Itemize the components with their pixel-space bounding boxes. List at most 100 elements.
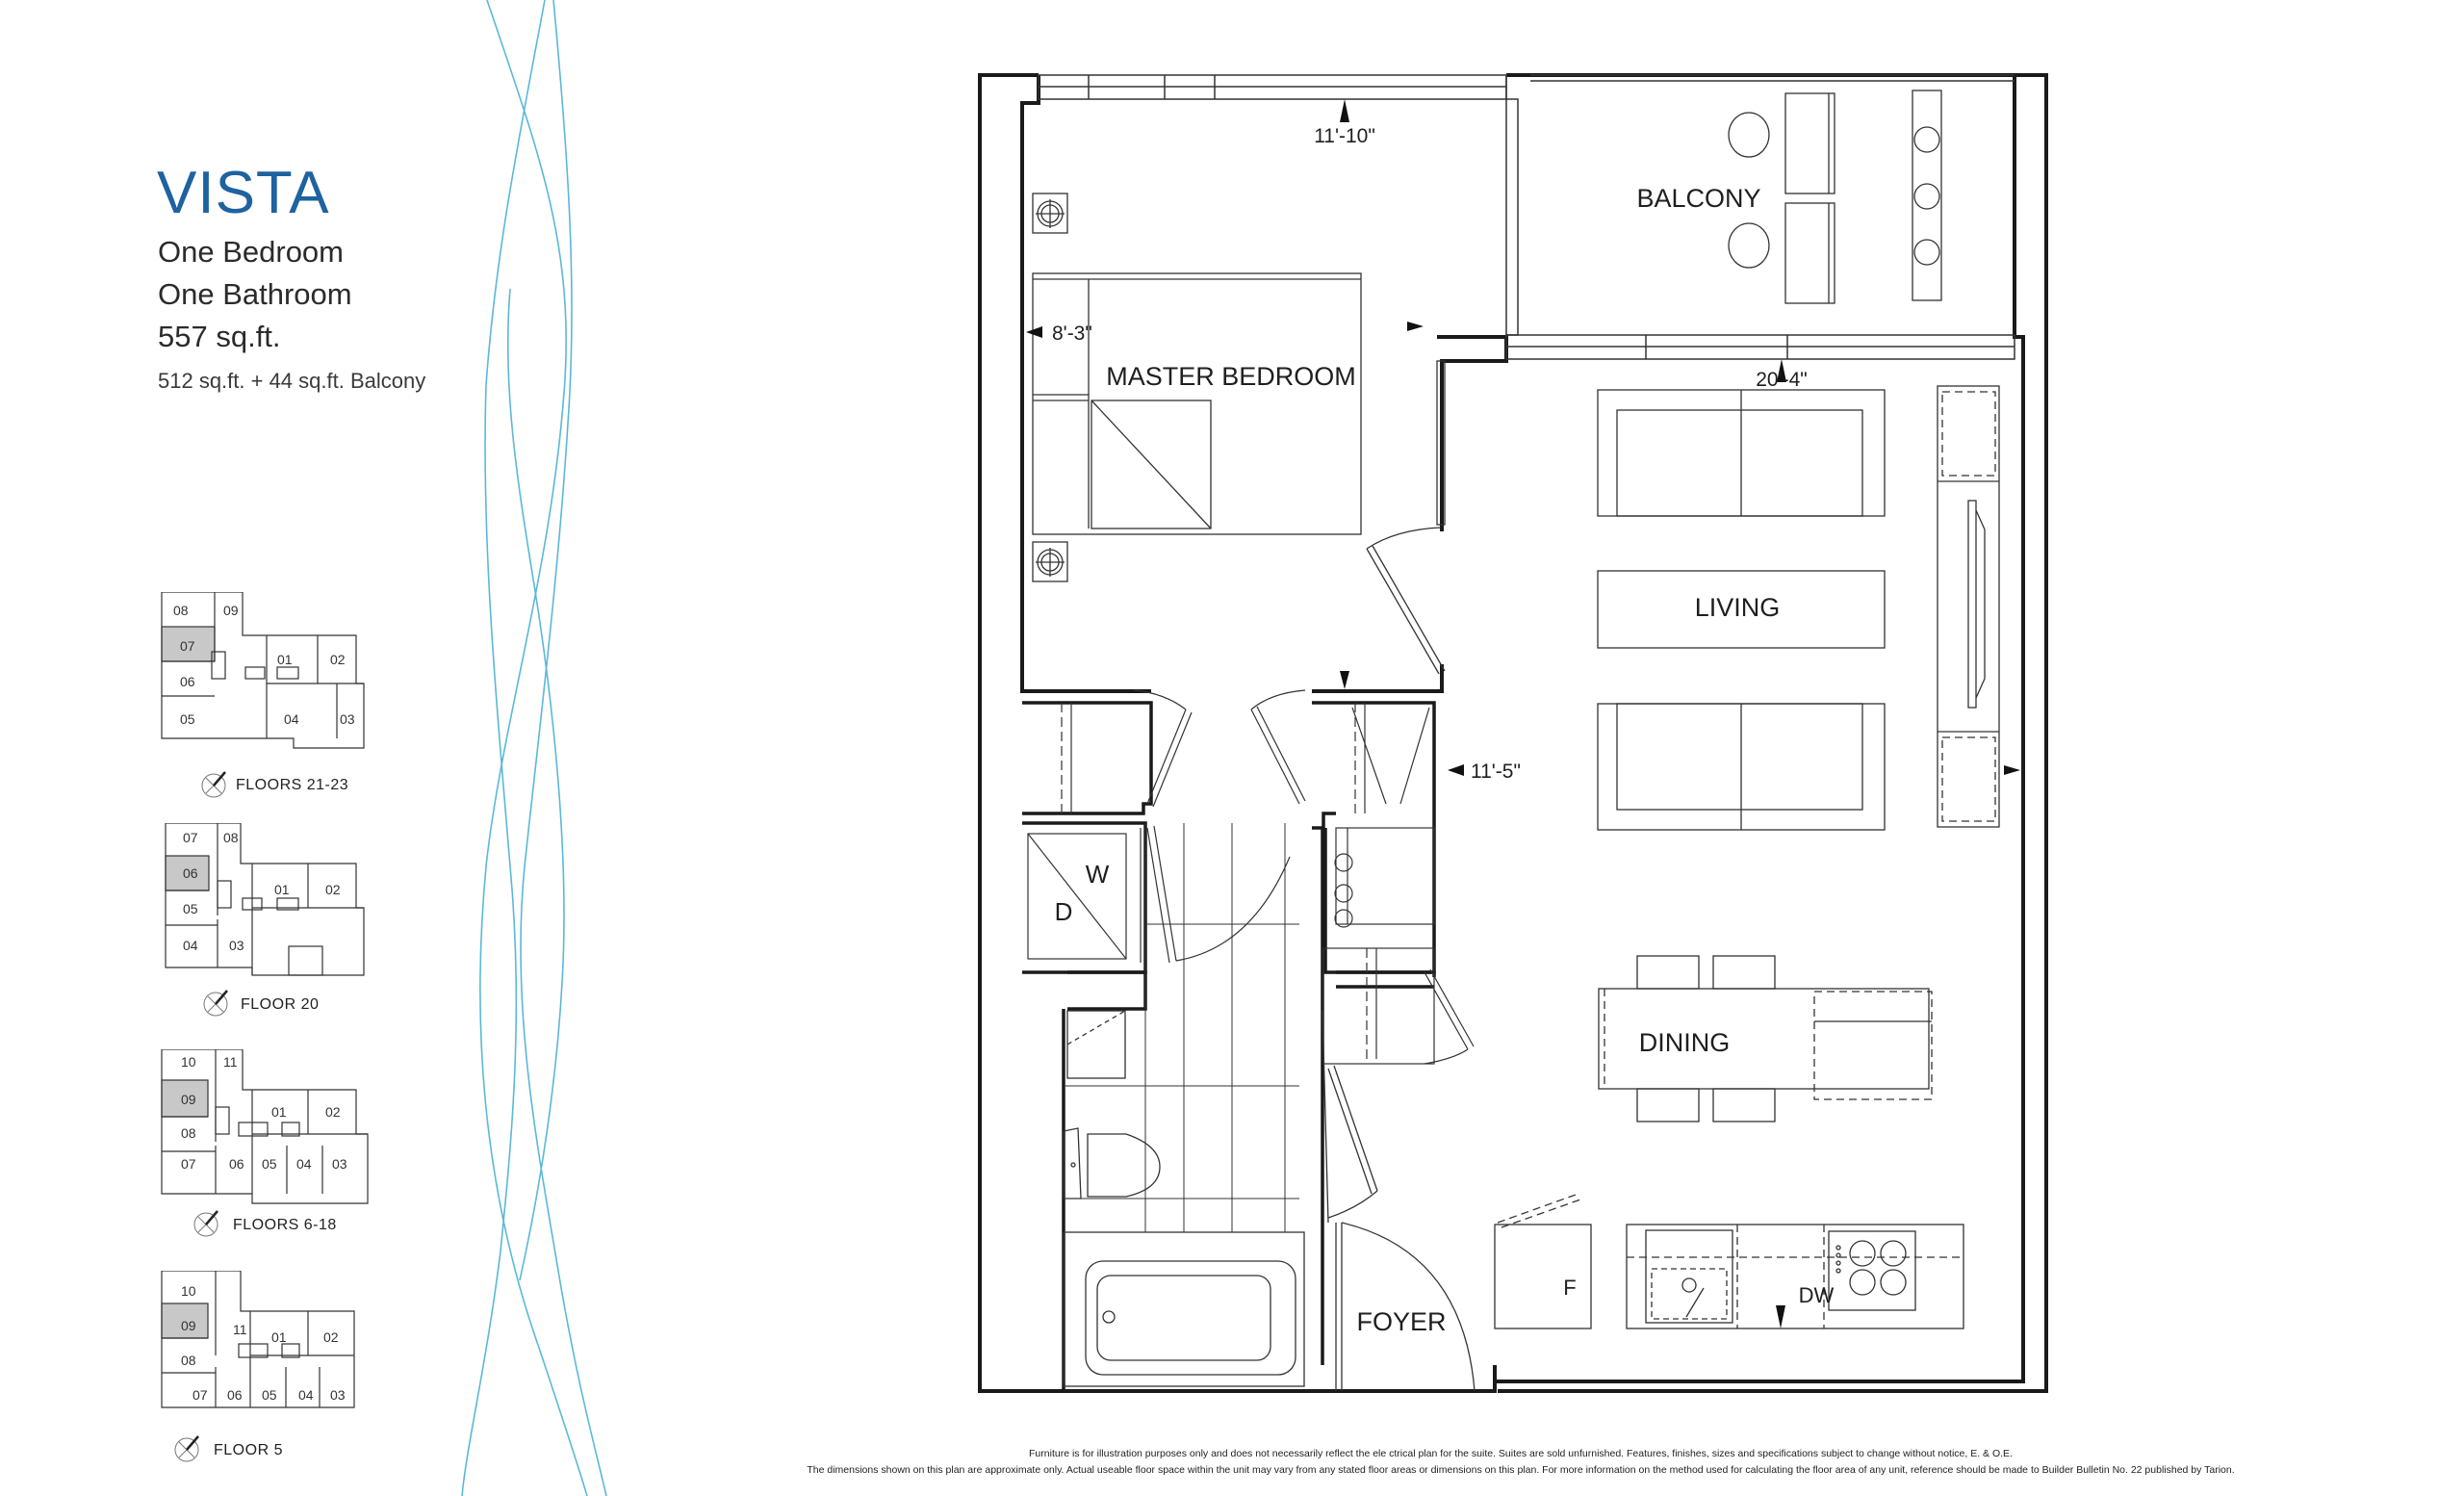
balcony-stool xyxy=(1728,222,1770,269)
unit-label: 11 xyxy=(223,1054,238,1070)
dimension-arrow xyxy=(1340,99,1349,122)
unit-label: 04 xyxy=(298,1387,314,1403)
dimension-arrow xyxy=(1340,671,1349,689)
dining-chair xyxy=(1636,1088,1700,1122)
unit-label: 03 xyxy=(229,938,244,953)
sink xyxy=(1645,1229,1733,1324)
total-area: 557 sq.ft. xyxy=(158,320,281,353)
lounge-chair xyxy=(1784,202,1835,304)
coffee-table xyxy=(1597,570,1886,649)
unit-label: 06 xyxy=(183,865,198,881)
room-label-living: LIVING xyxy=(1695,593,1781,622)
unit-label: 01 xyxy=(277,652,293,667)
closet-walls xyxy=(1022,701,1436,1391)
dining-furniture xyxy=(1598,955,1933,1122)
planter xyxy=(1913,183,1940,210)
bedroom-furniture xyxy=(1032,193,1362,582)
unit-label: 05 xyxy=(262,1156,277,1172)
island xyxy=(1813,991,1933,1100)
key-plate-floors-21-23: 08 09 07 01 02 06 05 04 03 FLOORS 21-23 xyxy=(154,592,385,813)
unit-label: 10 xyxy=(181,1283,196,1299)
unit-label: 02 xyxy=(325,882,341,897)
bedroom-door xyxy=(1366,360,1446,675)
exterior-walls xyxy=(978,73,2048,1393)
room-label-foyer: FOYER xyxy=(1356,1307,1446,1336)
washer-label: W xyxy=(1086,860,1110,889)
media-unit xyxy=(1937,385,2000,828)
lounge-chair xyxy=(1784,92,1835,194)
key-plate-floor-5: 10 09 11 01 02 08 07 06 05 04 03 FLOOR 5 xyxy=(154,1271,385,1496)
counter xyxy=(1626,1224,1964,1329)
unit-label: 09 xyxy=(181,1092,196,1107)
bathroom-count: One Bathroom xyxy=(158,277,352,311)
key-plate-label: FLOOR 5 xyxy=(214,1442,283,1458)
unit-label: 03 xyxy=(330,1387,346,1403)
disclaimer-line-1: Furniture is for illustration purposes o… xyxy=(1029,1448,2013,1459)
unit-label: 03 xyxy=(340,711,355,727)
unit-label: 07 xyxy=(192,1387,208,1403)
key-plate-map: 10 09 11 01 02 08 07 06 05 04 03 xyxy=(161,1271,355,1408)
key-plate-map: 08 09 07 01 02 06 05 04 03 xyxy=(161,592,365,749)
unit-label: 01 xyxy=(271,1104,287,1120)
front-door xyxy=(1322,1010,1476,1392)
dining-chair xyxy=(1712,955,1776,990)
planter-box xyxy=(1912,90,1942,301)
unit-label: 04 xyxy=(183,938,198,953)
bedroom-count: One Bedroom xyxy=(158,235,344,269)
vanity xyxy=(1066,1010,1126,1079)
decorative-curve xyxy=(520,0,607,1496)
unit-label: 07 xyxy=(180,638,195,654)
tv xyxy=(1967,500,1977,709)
unit-label: 08 xyxy=(223,830,239,845)
washer-dryer xyxy=(1027,825,1291,964)
unit-label: 06 xyxy=(180,674,195,689)
dimension-markers xyxy=(1026,99,2020,1328)
dimension-arrow xyxy=(1777,359,1786,382)
unit-label: 06 xyxy=(227,1387,243,1403)
dining-chair xyxy=(1712,1088,1776,1122)
unit-label: 07 xyxy=(183,830,198,845)
key-plate-floor-20: 07 08 06 01 02 05 04 03 FLOOR 20 xyxy=(154,823,385,1045)
bathroom-fixtures xyxy=(1063,1010,1305,1387)
unit-label: 03 xyxy=(332,1156,347,1172)
dimension-label: 20'-4" xyxy=(1756,369,1808,391)
balcony-furniture xyxy=(1728,90,1942,304)
decorative-curve xyxy=(461,0,546,1496)
key-plate-floors-6-18: 10 11 09 01 02 08 07 06 05 04 03 FLOORS … xyxy=(154,1049,385,1271)
north-arrow-icon xyxy=(201,771,226,798)
unit-label: 01 xyxy=(274,882,290,897)
dimension-label: 11'-5" xyxy=(1471,761,1521,783)
closet-doors xyxy=(1133,689,1475,1065)
unit-label: 05 xyxy=(262,1387,277,1403)
unit-label: 06 xyxy=(229,1156,244,1172)
planter xyxy=(1913,239,1940,266)
unit-label: 10 xyxy=(181,1054,196,1070)
dining-chair xyxy=(1636,955,1700,990)
north-arrow-icon xyxy=(193,1210,218,1237)
room-label-dining: DINING xyxy=(1639,1028,1731,1057)
unit-label: 02 xyxy=(325,1104,341,1120)
bathroom-tiles xyxy=(1064,823,1299,1232)
unit-label: 04 xyxy=(284,711,299,727)
north-arrow-icon xyxy=(174,1435,199,1462)
toilet-tank xyxy=(1063,1127,1082,1199)
dimension-label: 8'-3" xyxy=(1052,322,1092,345)
dryer-label: D xyxy=(1055,897,1073,926)
unit-label: 05 xyxy=(183,901,198,916)
living-furniture xyxy=(1597,385,2000,831)
unit-label: 09 xyxy=(223,603,239,618)
key-plate-label: FLOOR 20 xyxy=(241,996,320,1013)
unit-label: 09 xyxy=(181,1318,196,1333)
dimension-label: 11'-10" xyxy=(1314,125,1375,147)
nightstand xyxy=(1032,193,1068,234)
toilet-bowl xyxy=(1087,1133,1161,1198)
closet-shelving xyxy=(1061,703,1435,1065)
north-arrow-icon xyxy=(203,990,228,1017)
unit-label: 01 xyxy=(271,1329,287,1345)
dishwasher-label: DW xyxy=(1799,1283,1835,1307)
key-plate-map: 10 11 09 01 02 08 07 06 05 04 03 xyxy=(161,1049,369,1204)
area-breakdown: 512 sq.ft. + 44 sq.ft. Balcony xyxy=(158,369,426,393)
dimension-arrow xyxy=(1026,326,1042,338)
bathtub xyxy=(1063,1231,1305,1387)
